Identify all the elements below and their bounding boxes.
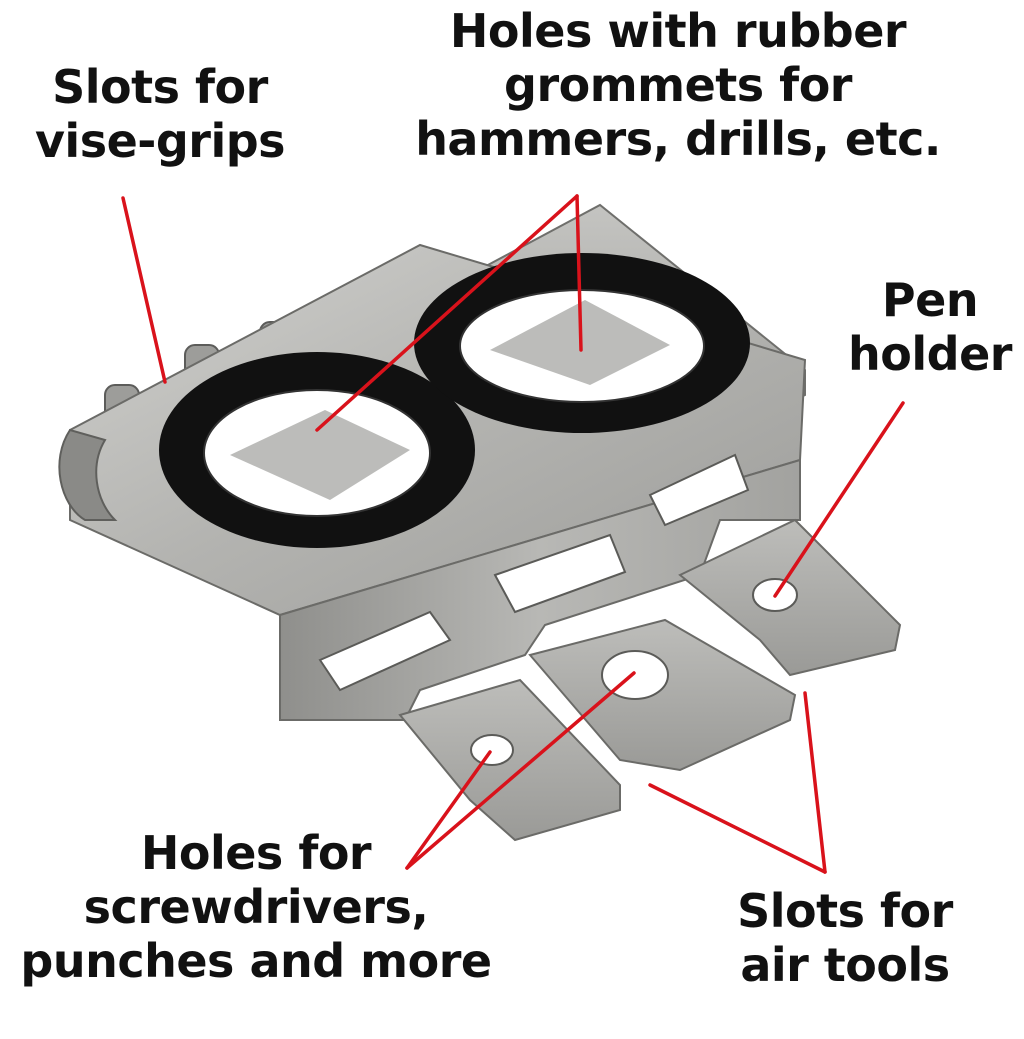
callout-grommets-line3: hammers, drills, etc.: [415, 112, 941, 166]
front-slots: [318, 453, 750, 692]
callout-air-tools: Slots for air tools: [715, 884, 975, 992]
callout-air-tools-line1: Slots for: [737, 884, 953, 938]
callout-vise-grips-line2: vise-grips: [34, 114, 286, 168]
callout-air-tools-line2: air tools: [740, 938, 950, 992]
callout-grommets-line1: Holes with rubber: [449, 4, 907, 58]
callout-grommets: Holes with rubber grommets for hammers, …: [398, 4, 958, 166]
callout-vise-grips-line1: Slots for: [52, 60, 268, 114]
tab-left: [398, 678, 621, 842]
callout-screwdrivers-line1: Holes for: [140, 826, 372, 880]
grommet-left: [159, 352, 475, 548]
callout-screwdrivers-line3: punches and more: [20, 934, 492, 988]
callout-screwdrivers-line2: screwdrivers,: [83, 880, 429, 934]
callout-lines: [121, 194, 905, 874]
callout-vise-grips: Slots for vise-grips: [30, 60, 290, 168]
callout-pen-holder-line1: Pen: [881, 273, 979, 327]
callout-grommets-line2: grommets for: [504, 58, 852, 112]
tab-middle: [528, 618, 797, 772]
callout-pen-holder: Pen holder: [838, 273, 1022, 381]
callout-pen-holder-line2: holder: [848, 327, 1012, 381]
left-curl: [58, 428, 118, 521]
callout-screwdrivers: Holes for screwdrivers, punches and more: [0, 826, 512, 988]
